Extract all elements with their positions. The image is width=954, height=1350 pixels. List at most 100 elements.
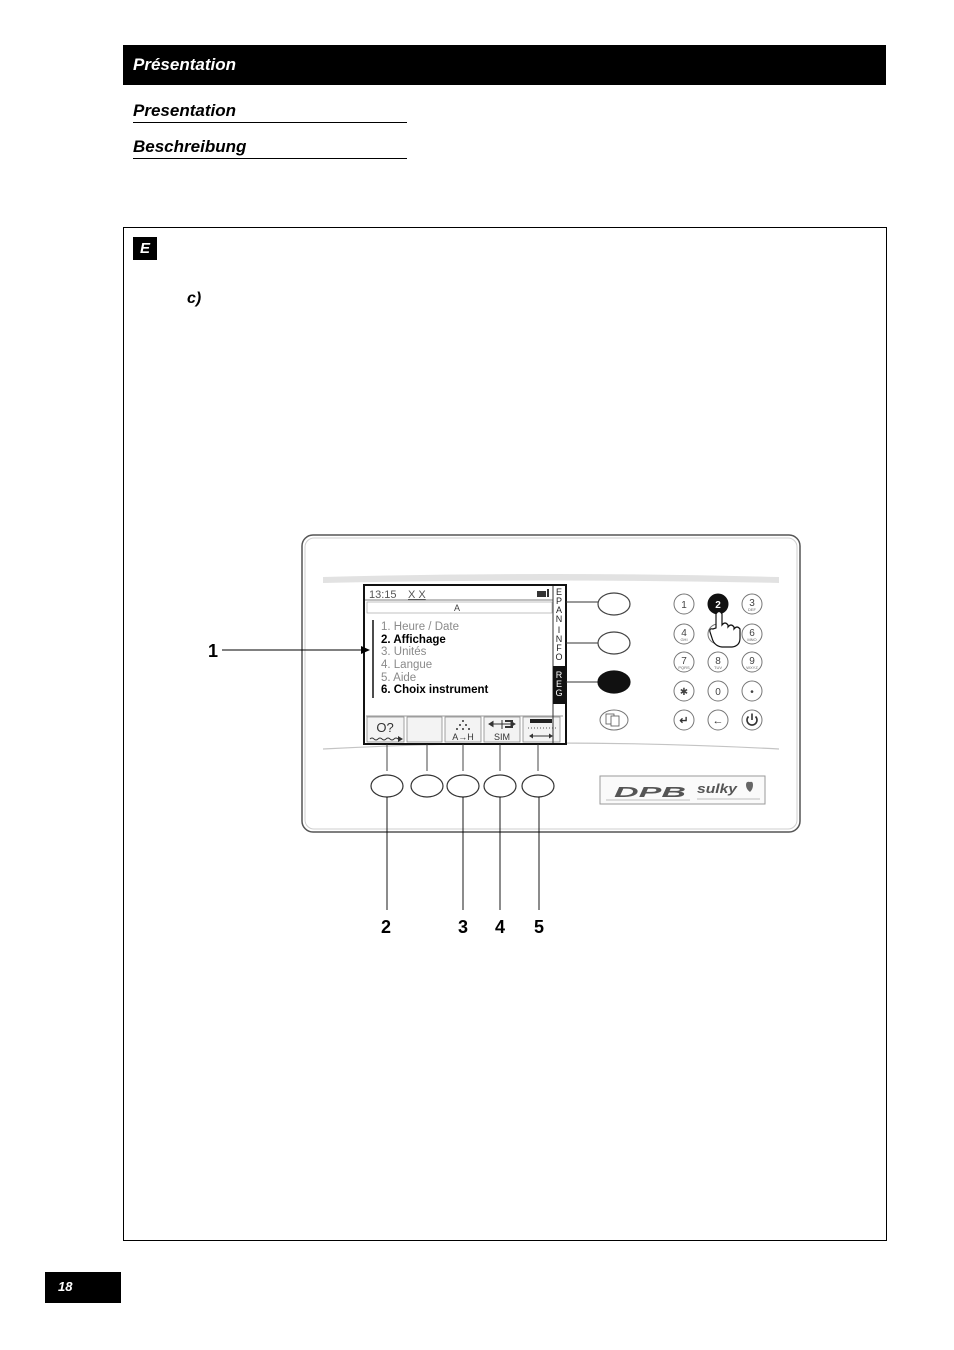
side-button-info [597, 631, 631, 655]
key-dot [741, 680, 763, 702]
key-6 [741, 623, 763, 645]
tab-letter: G [555, 688, 562, 698]
screen-status: X X [408, 589, 426, 601]
callout-1-arrowhead [361, 646, 370, 654]
key-6-digit: 6 [749, 628, 755, 639]
key-symbol-glyph: ✱ [680, 687, 688, 698]
key-7-digit: 7 [681, 656, 687, 667]
power-icon [746, 713, 758, 726]
key-7-letters: PQRS [678, 665, 690, 670]
content-frame [123, 227, 887, 1241]
callout-1: 1 [208, 641, 218, 661]
softkey-button-1 [370, 774, 404, 798]
section-title: Présentation [133, 55, 236, 74]
heading-german: Beschreibung [133, 137, 407, 159]
callout-leaders [386, 797, 540, 910]
softkey-label-5 [522, 716, 561, 743]
key-8 [707, 651, 729, 673]
terminal-bezel [304, 537, 798, 830]
tab-connectors [566, 601, 598, 683]
heading-english: Presentation [133, 101, 407, 123]
tab-letter: E [556, 587, 562, 597]
key-1 [673, 593, 695, 615]
side-button-reg-pressed [597, 670, 631, 694]
tab-letter: N [556, 634, 563, 644]
softkey-connectors [386, 744, 539, 771]
tab-letter: I [558, 625, 561, 635]
logo-frame [599, 775, 766, 805]
key-6-letters: MNO [747, 637, 756, 642]
side-button-epan [597, 592, 631, 616]
key-4 [673, 623, 695, 645]
menu-item: 3. Unités [381, 646, 427, 658]
panel-upper-band [323, 574, 779, 583]
key-back [707, 709, 729, 731]
key-9 [741, 651, 763, 673]
softkey-button-5 [521, 774, 555, 798]
softkey-label-3: A→H [444, 716, 482, 743]
spread-dots-icon [456, 720, 470, 730]
key-8-letters: TUV [714, 665, 722, 670]
menu-item: 2. Affichage [381, 634, 446, 646]
section-header-bar: Présentation [123, 45, 886, 85]
tab-letter: A [556, 605, 562, 615]
tab-reg-selected: R E G [553, 666, 565, 704]
tab-letter: R [556, 670, 563, 680]
settings-menu: 1. Heure / Date 2. Affichage 3. Unités 4… [381, 621, 489, 696]
tab-letter: F [556, 643, 562, 653]
tab-info: I N F O [555, 625, 562, 662]
softkey-button-2 [410, 774, 444, 798]
softkey-button-3 [446, 774, 480, 798]
logo-dpb: DPB [614, 784, 686, 801]
softkey-label-2 [406, 716, 443, 743]
item-label: c) [187, 290, 202, 307]
implement-status-icon [537, 589, 549, 597]
callout-2: 2 [381, 917, 391, 937]
tab-epan: E P A N [556, 587, 563, 624]
key-3-digit: 3 [749, 598, 755, 609]
mode-row [366, 601, 553, 614]
key-7 [673, 651, 695, 673]
hand-pointer-icon [709, 610, 741, 648]
pages-icon [605, 713, 620, 727]
softkey-label-1: O? [366, 716, 405, 743]
menu-item: 5. Aide [381, 672, 416, 684]
tab-reg-highlight [553, 666, 565, 704]
side-button-pages [599, 709, 629, 731]
brand-logo: DPB sulky [599, 775, 766, 805]
wavy-arrow-icon [369, 737, 399, 741]
key-4-digit: 4 [681, 628, 687, 639]
key-3-letters: DEF [748, 607, 757, 612]
key-9-letters: WXYZ [746, 665, 758, 670]
menu-item: 1. Heure / Date [381, 621, 459, 633]
numeric-keypad: 1 2 3 DEF 4 GHI 6 MNO 7 PQRS 8 TUV 9 WXY… [673, 593, 763, 731]
tab-letter: E [556, 679, 562, 689]
softkey-1-text: O? [376, 720, 393, 735]
key-symbol [673, 680, 695, 702]
key-dot-glyph: • [750, 687, 754, 698]
key-8-digit: 8 [715, 656, 721, 667]
key-0 [707, 680, 729, 702]
key-9-digit: 9 [749, 656, 755, 667]
width-bar-icon [488, 720, 516, 729]
sulky-emblem-icon [746, 781, 753, 792]
softkey-label-4: SIM [483, 716, 521, 743]
key-2-digit: 2 [715, 600, 721, 611]
softkey-button-4 [483, 774, 517, 798]
tab-letter: P [556, 596, 562, 606]
callout-3: 3 [458, 917, 468, 937]
callout-5: 5 [534, 917, 544, 937]
display-screen: 13:15 X X A 1. Heure / Date 2. Affichage… [363, 584, 567, 745]
page-number-box: 18 [45, 1272, 121, 1303]
key-3 [741, 593, 763, 615]
callout-4: 4 [495, 917, 505, 937]
tab-letter: O [555, 652, 562, 662]
menu-item: 4. Langue [381, 659, 432, 671]
key-0-digit: 0 [715, 687, 721, 698]
key-4-letters: GHI [680, 637, 687, 642]
tab-letter: N [556, 614, 563, 624]
menu-item: 6. Choix instrument [381, 684, 489, 696]
back-icon: ← [713, 715, 724, 727]
logo-sulky: sulky [697, 781, 738, 796]
language-badge: E [133, 237, 157, 260]
